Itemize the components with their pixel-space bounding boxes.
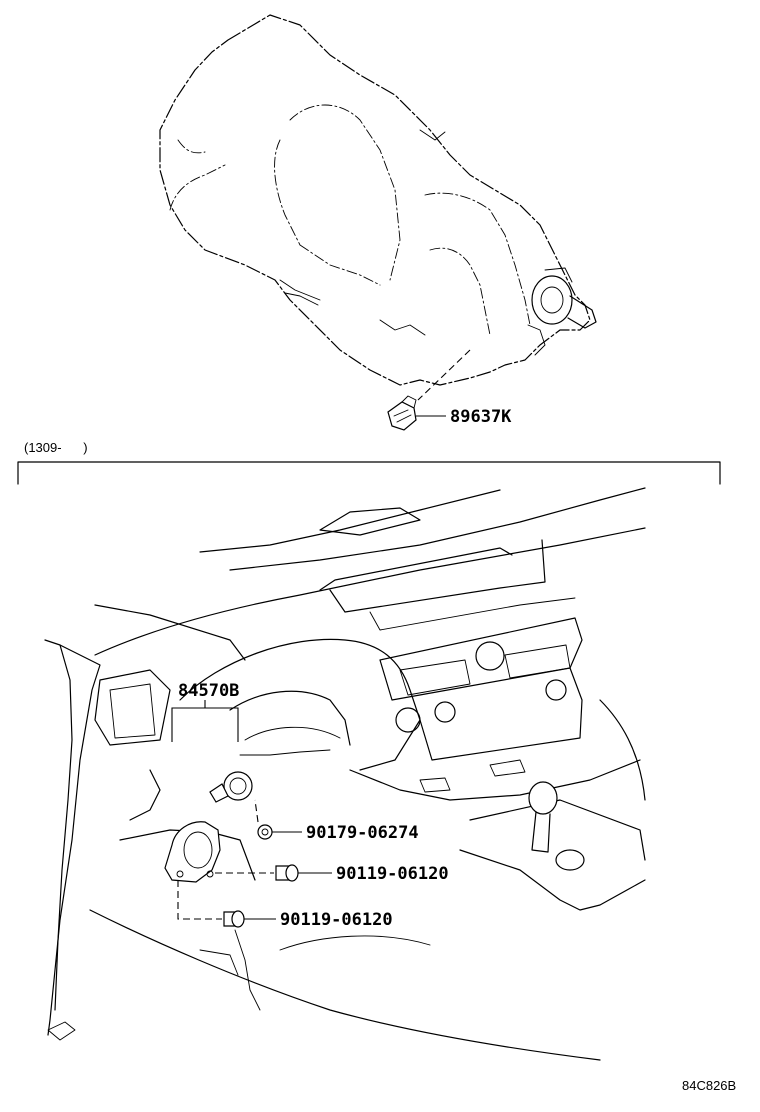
- bolt-lower-part-icon: [223, 910, 245, 928]
- part-label-bolt-upper: 90119-06120: [336, 864, 449, 884]
- speed-sensor-part-icon: [387, 395, 417, 431]
- switch-assembly-part-icon: [164, 771, 253, 883]
- part-label-bolt-lower: 90119-06120: [280, 910, 393, 930]
- part-label-speed-sensor: 89637K: [450, 407, 512, 427]
- section-bracket: [17, 461, 721, 485]
- switch-assembly-bracket: [171, 700, 239, 742]
- bolt-upper-part-icon: [275, 864, 299, 882]
- nut-part-icon: [257, 824, 273, 840]
- transmission-illustration: [159, 14, 597, 431]
- part-label-nut: 90179-06274: [306, 823, 419, 843]
- dashboard-illustration: [44, 487, 646, 1061]
- date-range-label: (1309- ): [24, 440, 88, 455]
- part-label-switch-assembly: 84570B: [178, 681, 239, 701]
- figure-code: 84C826B: [682, 1078, 736, 1093]
